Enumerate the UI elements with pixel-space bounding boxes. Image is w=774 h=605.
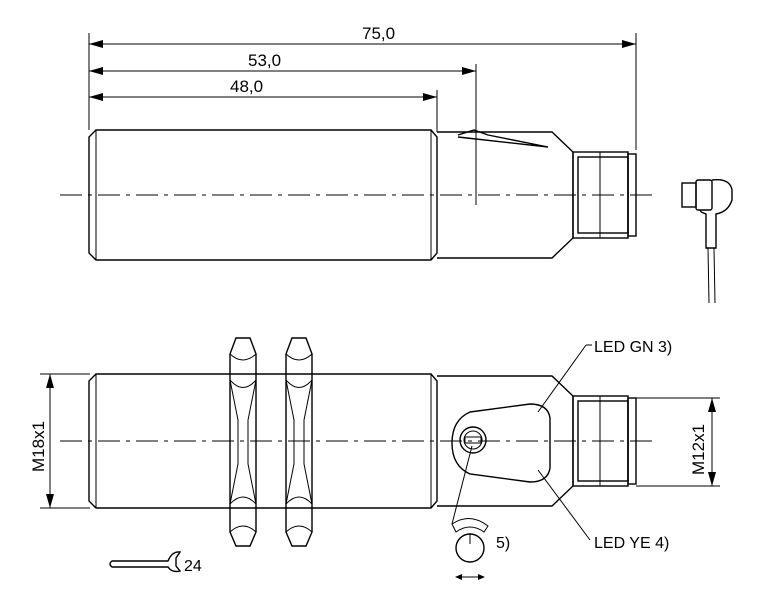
led-yellow-callout: LED YE 4) <box>537 469 669 552</box>
led-green-label: LED GN 3) <box>594 339 672 356</box>
dimension-m18-label: M18x1 <box>29 421 48 472</box>
potentiometer-callout: 5) <box>451 445 510 580</box>
hex-nut-1 <box>229 337 257 547</box>
potentiometer-screw <box>459 426 487 454</box>
dimension-48-label: 48,0 <box>230 77 263 96</box>
dimension-53-label: 53,0 <box>248 51 281 70</box>
hex-nut-2 <box>285 337 313 547</box>
wrench-size-label: 24 <box>184 558 202 575</box>
dimension-75: 75,0 <box>89 24 636 48</box>
dimension-m18: M18x1 <box>29 373 90 509</box>
led-yellow-label: LED YE 4) <box>594 535 669 552</box>
bottom-view: M18x1 <box>29 337 720 580</box>
dimension-m12: M12x1 <box>636 397 720 487</box>
top-view: 75,0 53,0 48,0 <box>60 24 733 304</box>
wrench-callout: 24 <box>109 551 202 575</box>
angled-connector-icon <box>681 179 733 304</box>
sensor-head-top <box>437 129 574 259</box>
wrench-icon <box>109 551 182 573</box>
dimension-48: 48,0 <box>89 77 437 101</box>
dimension-m12-label: M12x1 <box>689 424 708 475</box>
adjust-dial-icon <box>451 518 489 580</box>
led-green-callout: LED GN 3) <box>537 339 672 413</box>
potentiometer-note: 5) <box>496 535 510 552</box>
dimension-75-label: 75,0 <box>362 24 395 43</box>
dimension-53: 53,0 <box>89 51 476 75</box>
